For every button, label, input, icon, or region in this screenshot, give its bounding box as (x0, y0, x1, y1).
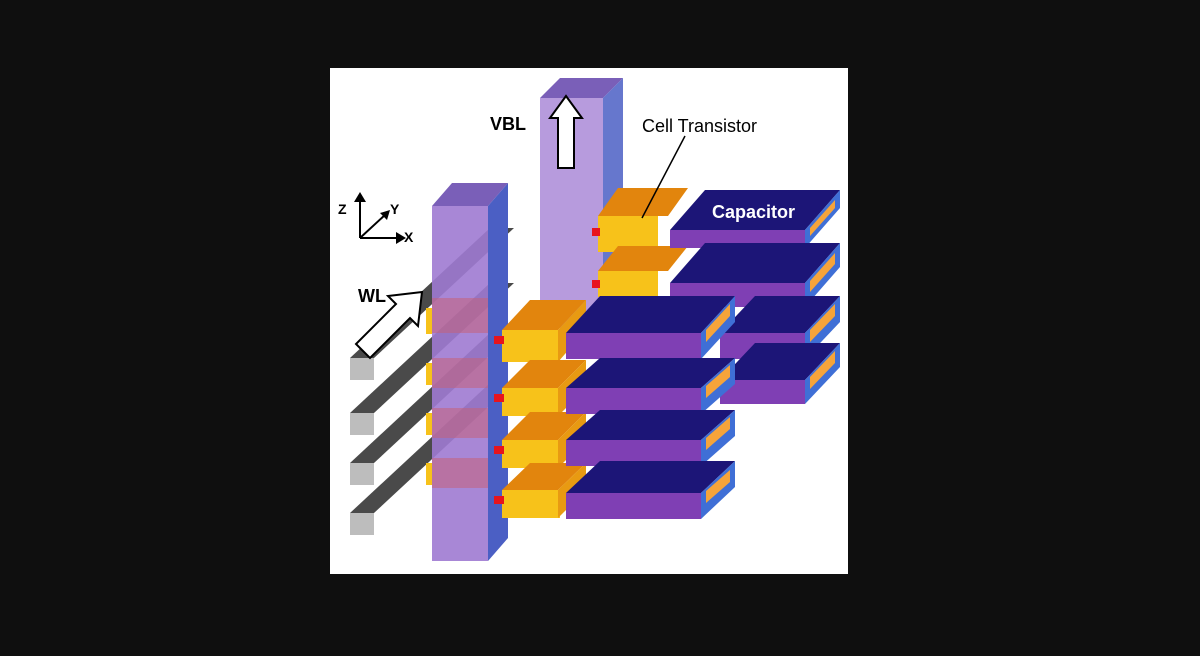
axis-y-label: Y (390, 201, 400, 217)
transistor-front-1 (494, 300, 586, 362)
transistor-front-3 (494, 412, 586, 468)
capacitor-label: Capacitor (712, 202, 795, 222)
axis-z-label: Z (338, 201, 347, 217)
axis-x-label: X (404, 229, 414, 245)
cell-transistor-label: Cell Transistor (642, 116, 757, 136)
capacitor-front-2 (566, 358, 735, 414)
transistor-stack-front (494, 300, 586, 518)
capacitor-stack-front (566, 296, 735, 519)
transistor-back-2 (592, 246, 688, 297)
capacitor-front-1 (566, 296, 735, 359)
arrow-up-icon (548, 94, 584, 169)
vbl-label: VBL (490, 114, 526, 134)
capacitor-front-3 (566, 410, 735, 466)
wl-label: WL (358, 286, 386, 306)
dram-3d-diagram: VBL WL Cell Transistor Capacitor Z Y X (338, 78, 840, 561)
capacitor-back-2 (670, 243, 840, 307)
bitline-front (426, 183, 508, 561)
transistor-stack-back (592, 188, 688, 297)
transistor-front-4 (494, 463, 586, 518)
capacitor-stack-back (670, 190, 840, 404)
cell-transistor-callout-line (641, 135, 686, 219)
diagram-panel: VBL WL Cell Transistor Capacitor Z Y X (330, 68, 848, 574)
axis-triad-icon (354, 192, 406, 244)
capacitor-front-4 (566, 461, 735, 519)
arrow-diagonal-icon (354, 290, 424, 360)
